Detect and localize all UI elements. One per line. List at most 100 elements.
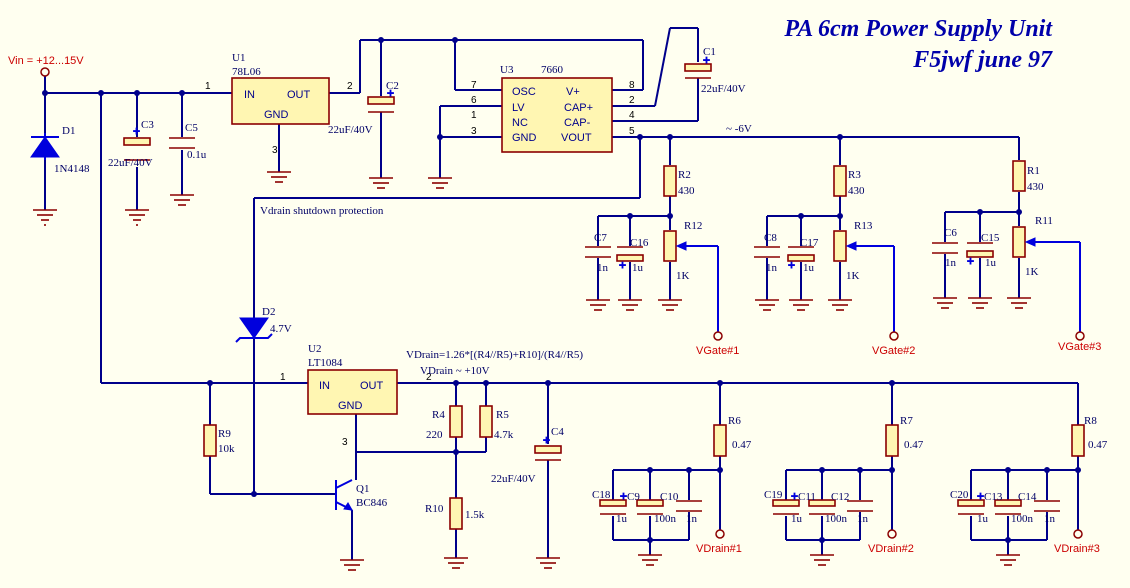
svg-text:+: + [977,489,984,503]
q1-transistor: Q1 BC846 [335,479,388,511]
svg-text:+: + [788,258,795,272]
svg-text:C5: C5 [185,122,198,134]
svg-text:0.47: 0.47 [732,439,752,451]
svg-text:1: 1 [205,81,211,92]
svg-text:10k: 10k [218,443,235,455]
svg-text:C10: C10 [660,491,679,503]
svg-text:430: 430 [1027,181,1044,193]
svg-text:5: 5 [629,126,635,137]
svg-text:LV: LV [512,102,525,114]
svg-text:22uF/40V: 22uF/40V [701,83,746,95]
svg-text:1: 1 [471,110,477,121]
svg-text:R1: R1 [1027,165,1040,177]
svg-text:R2: R2 [678,169,691,181]
capacitors: + C3 22uF/40V C5 0.1u + C2 22uF/40V + C1… [108,46,1060,525]
svg-text:22uF/40V: 22uF/40V [328,124,373,136]
d2-zener-diode: D2 4.7V [235,306,292,343]
svg-text:R13: R13 [854,220,873,232]
terminals [40,67,1085,539]
svg-text:IN: IN [319,380,330,392]
svg-text:+: + [791,489,798,503]
svg-text:1K: 1K [676,270,690,282]
svg-text:220: 220 [426,429,443,441]
svg-text:1n: 1n [686,513,698,525]
svg-text:0.1u: 0.1u [187,149,207,161]
junctions [42,37,1081,543]
svg-text:C3: C3 [141,119,154,131]
svg-text:6: 6 [471,95,477,106]
svg-text:2: 2 [629,95,635,106]
u2-ref: U2 [308,343,321,355]
svg-text:1u: 1u [632,262,644,274]
ground-symbols [33,171,1031,571]
vdrain-label: VDrain ~ +10V [420,365,490,377]
svg-text:R10: R10 [425,503,444,515]
svg-text:V+: V+ [566,86,580,98]
svg-text:3: 3 [272,145,278,156]
svg-text:CAP-: CAP- [564,117,591,129]
svg-text:OSC: OSC [512,86,536,98]
svg-text:+: + [967,254,974,268]
wires [44,27,1081,560]
svg-text:D1: D1 [62,125,75,137]
vgate3-label: VGate#3 [1058,341,1101,353]
svg-text:1u: 1u [791,513,803,525]
svg-text:C14: C14 [1018,491,1037,503]
svg-text:R5: R5 [496,409,509,421]
svg-text:+: + [543,433,550,447]
svg-text:1n: 1n [1044,513,1056,525]
formula-label: VDrain=1.26*[(R4//R5)+R10]/(R4//R5) [406,349,583,361]
u1-part: 78L06 [232,66,261,78]
u3-ref: U3 [500,64,514,76]
title-line-2: F5jwf june 97 [912,47,1053,73]
svg-text:1K: 1K [846,270,860,282]
u3-voltage-inverter: OSC LV NC GND V+ CAP+ CAP- VOUT U3 7660 … [471,64,635,153]
svg-text:1u: 1u [985,257,997,269]
svg-text:1N4148: 1N4148 [54,163,90,175]
svg-text:C19: C19 [764,489,783,501]
svg-text:CAP+: CAP+ [564,102,593,114]
svg-text:100n: 100n [825,513,848,525]
svg-text:C2: C2 [386,80,399,92]
svg-text:R6: R6 [728,415,741,427]
svg-text:R9: R9 [218,428,231,440]
svg-text:430: 430 [678,185,695,197]
vdrain1-label: VDrain#1 [696,543,742,555]
u2-part: LT1084 [308,357,343,369]
svg-text:+: + [703,53,710,67]
svg-text:C20: C20 [950,489,969,501]
svg-text:C6: C6 [944,227,957,239]
svg-text:100n: 100n [654,513,677,525]
svg-text:1: 1 [280,372,286,383]
svg-text:OUT: OUT [360,380,384,392]
svg-text:4: 4 [629,110,635,121]
svg-text:C8: C8 [764,232,777,244]
u1-ref: U1 [232,52,245,64]
vgate1-label: VGate#1 [696,345,739,357]
u3-part: 7660 [541,64,564,76]
svg-text:D2: D2 [262,306,275,318]
svg-text:C16: C16 [630,237,649,249]
svg-text:C9: C9 [627,491,640,503]
svg-text:0.47: 0.47 [904,439,924,451]
svg-text:NC: NC [512,117,528,129]
svg-text:1n: 1n [766,262,778,274]
svg-text:R11: R11 [1035,215,1053,227]
svg-text:22uF/40V: 22uF/40V [108,157,153,169]
svg-text:C1: C1 [703,46,716,58]
svg-text:7: 7 [471,80,477,91]
vneg-label: ~ -6V [726,123,752,135]
title-line-1: PA 6cm Power Supply Unit [783,16,1053,42]
vdrain3-label: VDrain#3 [1054,543,1100,555]
shutdown-label: Vdrain shutdown protection [260,205,384,217]
svg-text:GND: GND [338,400,363,412]
svg-text:C15: C15 [981,232,1000,244]
svg-text:VOUT: VOUT [561,132,592,144]
svg-text:+: + [619,258,626,272]
svg-text:1n: 1n [597,262,609,274]
svg-text:C18: C18 [592,489,611,501]
svg-text:R12: R12 [684,220,702,232]
svg-text:0.47: 0.47 [1088,439,1108,451]
svg-text:+: + [133,124,140,138]
